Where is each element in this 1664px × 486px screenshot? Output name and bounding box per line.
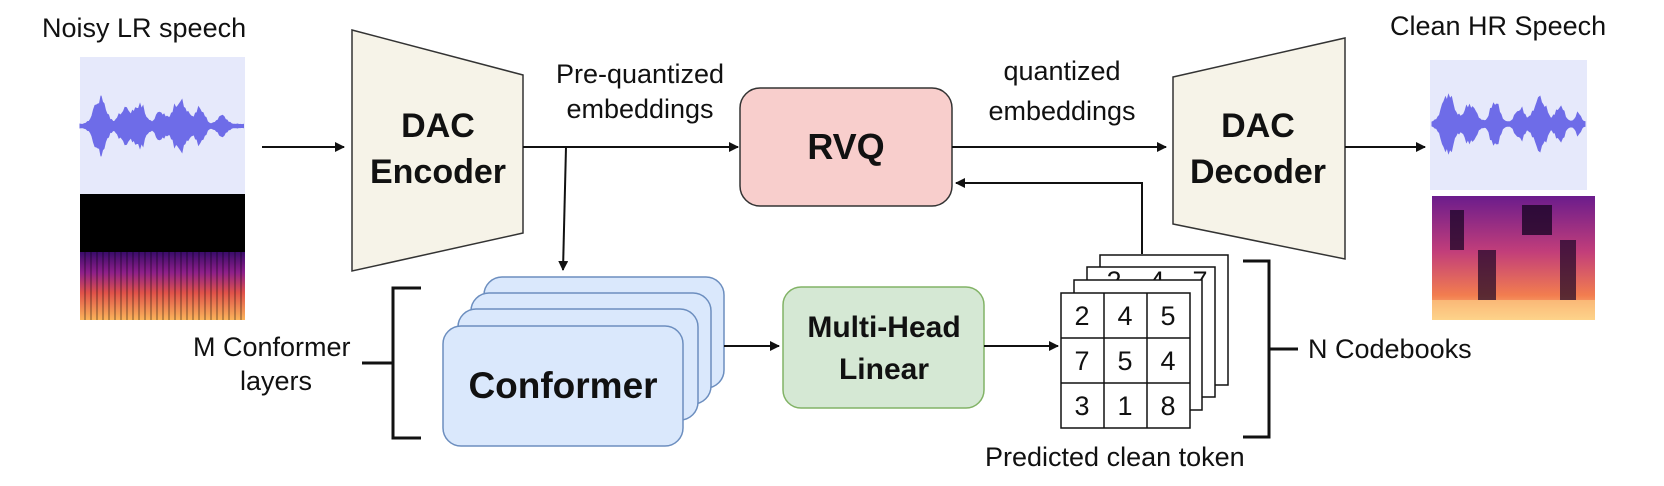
- decoder-label-2: Decoder: [1190, 153, 1326, 191]
- mhl-label-2: Linear: [839, 353, 929, 386]
- output-waveform: [1431, 93, 1586, 155]
- arrow-tokens-to-rvq: [955, 178, 1143, 254]
- token-cell: 8: [1160, 391, 1175, 421]
- output-title: Clean HR Speech: [1390, 11, 1606, 41]
- pre-quantized-label-1: Pre-quantized: [556, 59, 724, 89]
- input-spectrogram-silence: [80, 194, 245, 252]
- m-conformer-bracket: [391, 286, 421, 440]
- mhl-label-1: Multi-Head: [807, 311, 960, 344]
- token-grid-stack: 2 4 7 2 4 5 7 5 4 3 1 8: [1060, 254, 1229, 429]
- m-conformer-label-2: layers: [240, 366, 312, 396]
- token-cell: 2: [1074, 301, 1089, 331]
- token-grid-front: [1060, 292, 1191, 429]
- quantized-label-2: embeddings: [988, 96, 1135, 126]
- token-cell: 4: [1160, 346, 1175, 376]
- n-codebooks-label: N Codebooks: [1308, 334, 1472, 364]
- m-conformer-label-1: M Conformer: [193, 332, 351, 362]
- token-cell: 5: [1160, 301, 1175, 331]
- token-cell: 3: [1074, 391, 1089, 421]
- multi-head-linear-block: [782, 286, 985, 409]
- input-waveform: [79, 95, 244, 157]
- dac-decoder-block: [1172, 37, 1346, 260]
- token-cell: 4: [1117, 301, 1132, 331]
- conformer-label: Conformer: [468, 365, 657, 406]
- input-title: Noisy LR speech: [42, 13, 246, 43]
- decoder-label-1: DAC: [1221, 107, 1295, 145]
- encoder-label-2: Encoder: [370, 153, 506, 191]
- encoder-label-1: DAC: [401, 107, 475, 145]
- token-cell: 7: [1074, 346, 1089, 376]
- n-codebooks-bracket: [1243, 259, 1271, 439]
- conformer-block: [442, 325, 684, 447]
- rvq-label: RVQ: [807, 126, 884, 167]
- quantized-label-1: quantized: [1003, 56, 1120, 86]
- token-cell: 5: [1117, 346, 1132, 376]
- arrow-encoder-to-conformer: [558, 146, 569, 271]
- dac-encoder-block: [351, 29, 524, 272]
- token-cell: 1: [1117, 391, 1132, 421]
- output-spectrogram-dark-regions: [1432, 205, 1595, 320]
- predicted-token-label: Predicted clean token: [985, 442, 1245, 472]
- pre-quantized-label-2: embeddings: [566, 94, 713, 124]
